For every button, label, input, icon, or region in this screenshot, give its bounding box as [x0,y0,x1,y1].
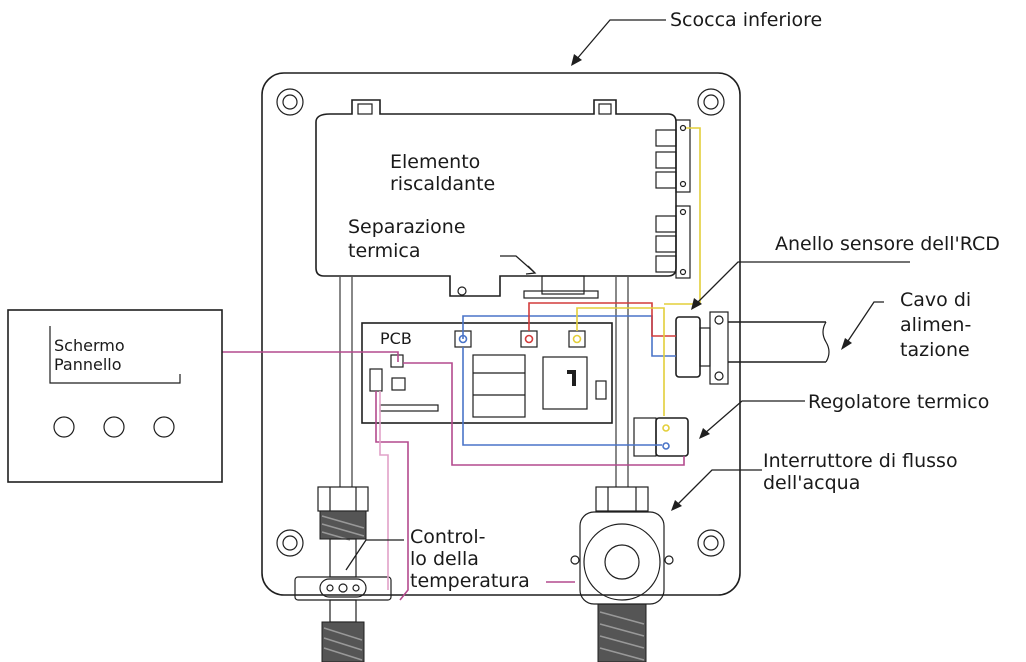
wire-yellow-heater [664,127,701,305]
leader-temp-control [345,539,404,571]
screw-bottom-left [276,529,304,557]
display-panel [7,309,223,483]
temperature-sensor-fitting [294,576,392,601]
panel-button-1 [53,416,75,438]
pcb-terminal-red [520,330,538,348]
label-flow-switch-line2: dell'acqua [763,472,860,494]
bottom-shell [261,72,741,596]
pcb-terminal-yellow [568,330,586,348]
leader-cable [841,301,884,350]
label-thermal-regulator: Regolatore termico [808,391,989,413]
rcd-sensor-ring [675,311,729,385]
panel-button-2 [103,416,125,438]
panel-button-3 [153,416,175,438]
label-heating-element-line1: Elemento [390,151,480,173]
terminal-block-upper [655,119,691,193]
screw-bottom-right [697,529,725,557]
wire-red [528,302,676,337]
leader-rcd [691,261,910,310]
label-bottom-shell: Scocca inferiore [670,9,822,31]
thermal-separation-clamp [500,255,599,299]
wire-blue-return [462,347,662,446]
wire-pink-sensor [379,391,389,590]
outlet-pipe-right [595,276,649,662]
leader-flow-switch [671,469,762,511]
label-temp-control-line1: Control- [410,526,486,548]
label-rcd-sensor-ring: Anello sensore dell'RCD [775,233,1000,255]
leader-regulator [699,400,805,439]
label-thermal-separation-line2: termica [348,240,421,262]
water-flow-switch [570,511,674,605]
label-power-cable-line2: alimen- [900,314,971,336]
wire-magenta-sensor [375,391,409,601]
label-power-cable-line3: tazione [900,339,970,361]
screw-top-right [697,88,725,116]
label-temp-control-line2: lo della [410,548,479,570]
wire-yellow [576,307,665,416]
label-power-cable-line1: Cavo di [900,289,971,311]
label-temp-control-line3: temperatura [410,570,530,592]
wire-magenta-regulator [403,362,685,466]
label-heating-element-line2: riscaldante [390,173,495,195]
inlet-pipe-left [317,276,369,662]
screw-top-left [276,88,304,116]
label-flow-switch-line1: Interruttore di flusso [763,450,958,472]
label-screen-line1: Schermo [54,336,125,355]
power-cable [728,321,830,363]
heating-element-block [315,99,677,297]
terminal-block-lower [655,205,691,279]
label-pcb: PCB [380,329,412,348]
label-screen-line2: Pannello [54,355,122,374]
leader-bottom-shell [571,19,666,66]
label-thermal-separation-line1: Separazione [348,216,466,238]
wire-magenta-screen [222,351,399,362]
thermal-regulator [633,417,689,457]
